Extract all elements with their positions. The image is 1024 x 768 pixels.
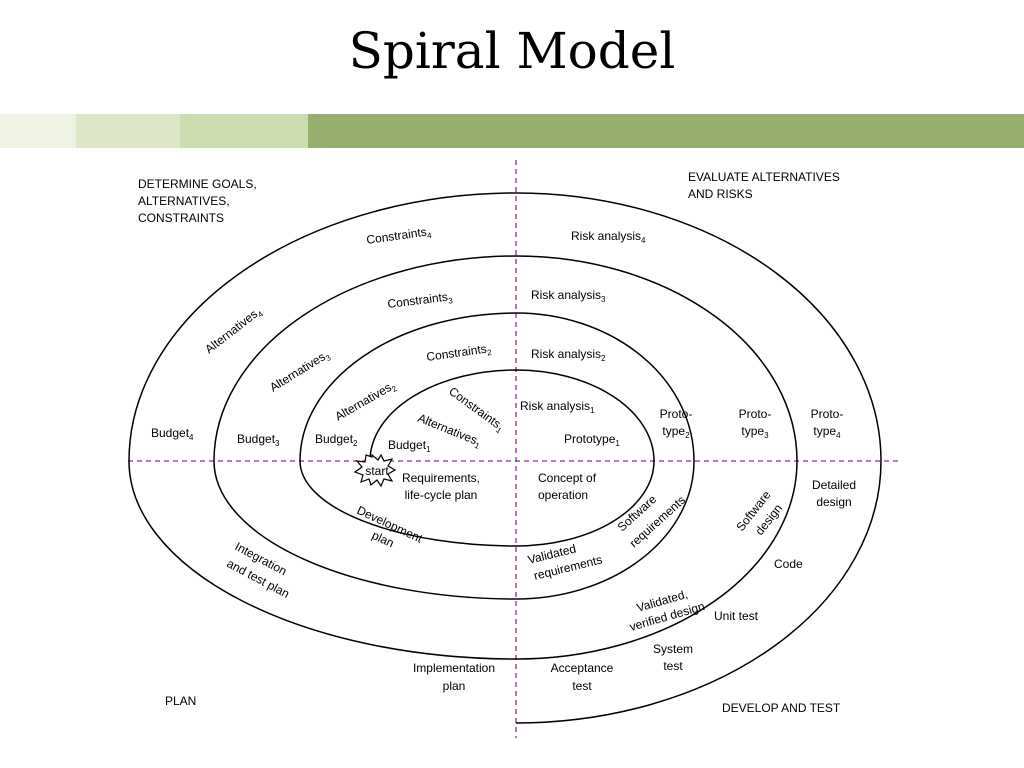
- budget-1-label: Budget1: [388, 438, 431, 454]
- implementation-plan-line-2: plan: [443, 679, 466, 693]
- system-test-line-1: System: [653, 642, 693, 656]
- page-title: Spiral Model: [348, 22, 676, 80]
- concept-line-1: Concept of: [538, 471, 597, 485]
- quadrant-top-left-line-2: ALTERNATIVES,: [138, 194, 230, 208]
- quadrant-bottom-left: PLAN: [165, 694, 196, 708]
- acceptance-test-line-2: test: [572, 679, 592, 693]
- start-label: start: [365, 464, 389, 478]
- prototype-4-line-2: type4: [813, 424, 841, 440]
- prototype-3-line-2: type3: [741, 424, 769, 440]
- budget-4-label: Budget4: [151, 426, 194, 442]
- prototype-3-line-1: Proto-: [739, 407, 772, 421]
- spiral-turn-1: [299, 369, 655, 547]
- budget-3-label: Budget3: [237, 432, 280, 448]
- budget-2-label: Budget2: [315, 432, 358, 448]
- decorative-band-1: [0, 114, 76, 148]
- spiral-turn-4: [128, 192, 882, 724]
- implementation-plan-line-1: Implementation: [413, 661, 495, 675]
- prototype-2-line-1: Proto-: [660, 407, 693, 421]
- decorative-band-3: [180, 114, 308, 148]
- start-burst-icon: [353, 453, 397, 488]
- constraints-2-label: Constraints2: [425, 341, 492, 366]
- decorative-band-2: [76, 114, 180, 148]
- risk-analysis-3-label: Risk analysis3: [531, 288, 606, 304]
- detailed-design-line-2: design: [816, 495, 851, 509]
- alternatives-3-label: Alternatives3: [267, 347, 333, 396]
- unit-test-label: Unit test: [714, 609, 759, 623]
- quadrant-top-left-line-3: CONSTRAINTS: [138, 211, 224, 225]
- code-label: Code: [774, 557, 803, 571]
- concept-line-2: operation: [538, 488, 588, 502]
- constraints-3-label: Constraints3: [387, 289, 454, 313]
- prototype-4-line-1: Proto-: [811, 407, 844, 421]
- system-test-line-2: test: [663, 659, 683, 673]
- requirements-line-2: life-cycle plan: [405, 488, 478, 502]
- quadrant-top-right-line-2: AND RISKS: [688, 187, 753, 201]
- decorative-band-4: [308, 114, 1024, 148]
- spiral-turn-3: [128, 255, 798, 660]
- spiral-path: [128, 192, 882, 724]
- spiral-turn-2: [213, 312, 695, 600]
- alternatives-4-label: Alternatives4: [202, 304, 265, 358]
- acceptance-test-line-1: Acceptance: [551, 661, 614, 675]
- prototype-2-line-2: type2: [662, 424, 690, 440]
- requirements-line-1: Requirements,: [402, 471, 480, 485]
- constraints-4-label: Constraints4: [365, 224, 432, 249]
- alternatives-2-label: Alternatives2: [333, 378, 400, 426]
- quadrant-top-left-line-1: DETERMINE GOALS,: [138, 177, 257, 191]
- risk-analysis-4-label: Risk analysis4: [571, 229, 646, 245]
- risk-analysis-1-label: Risk analysis1: [520, 399, 595, 415]
- prototype-1-label: Prototype1: [564, 432, 620, 448]
- quadrant-bottom-right: DEVELOP AND TEST: [722, 701, 841, 715]
- quadrant-top-right-line-1: EVALUATE ALTERNATIVES: [688, 170, 840, 184]
- risk-analysis-2-label: Risk analysis2: [531, 347, 606, 363]
- detailed-design-line-1: Detailed: [812, 478, 856, 492]
